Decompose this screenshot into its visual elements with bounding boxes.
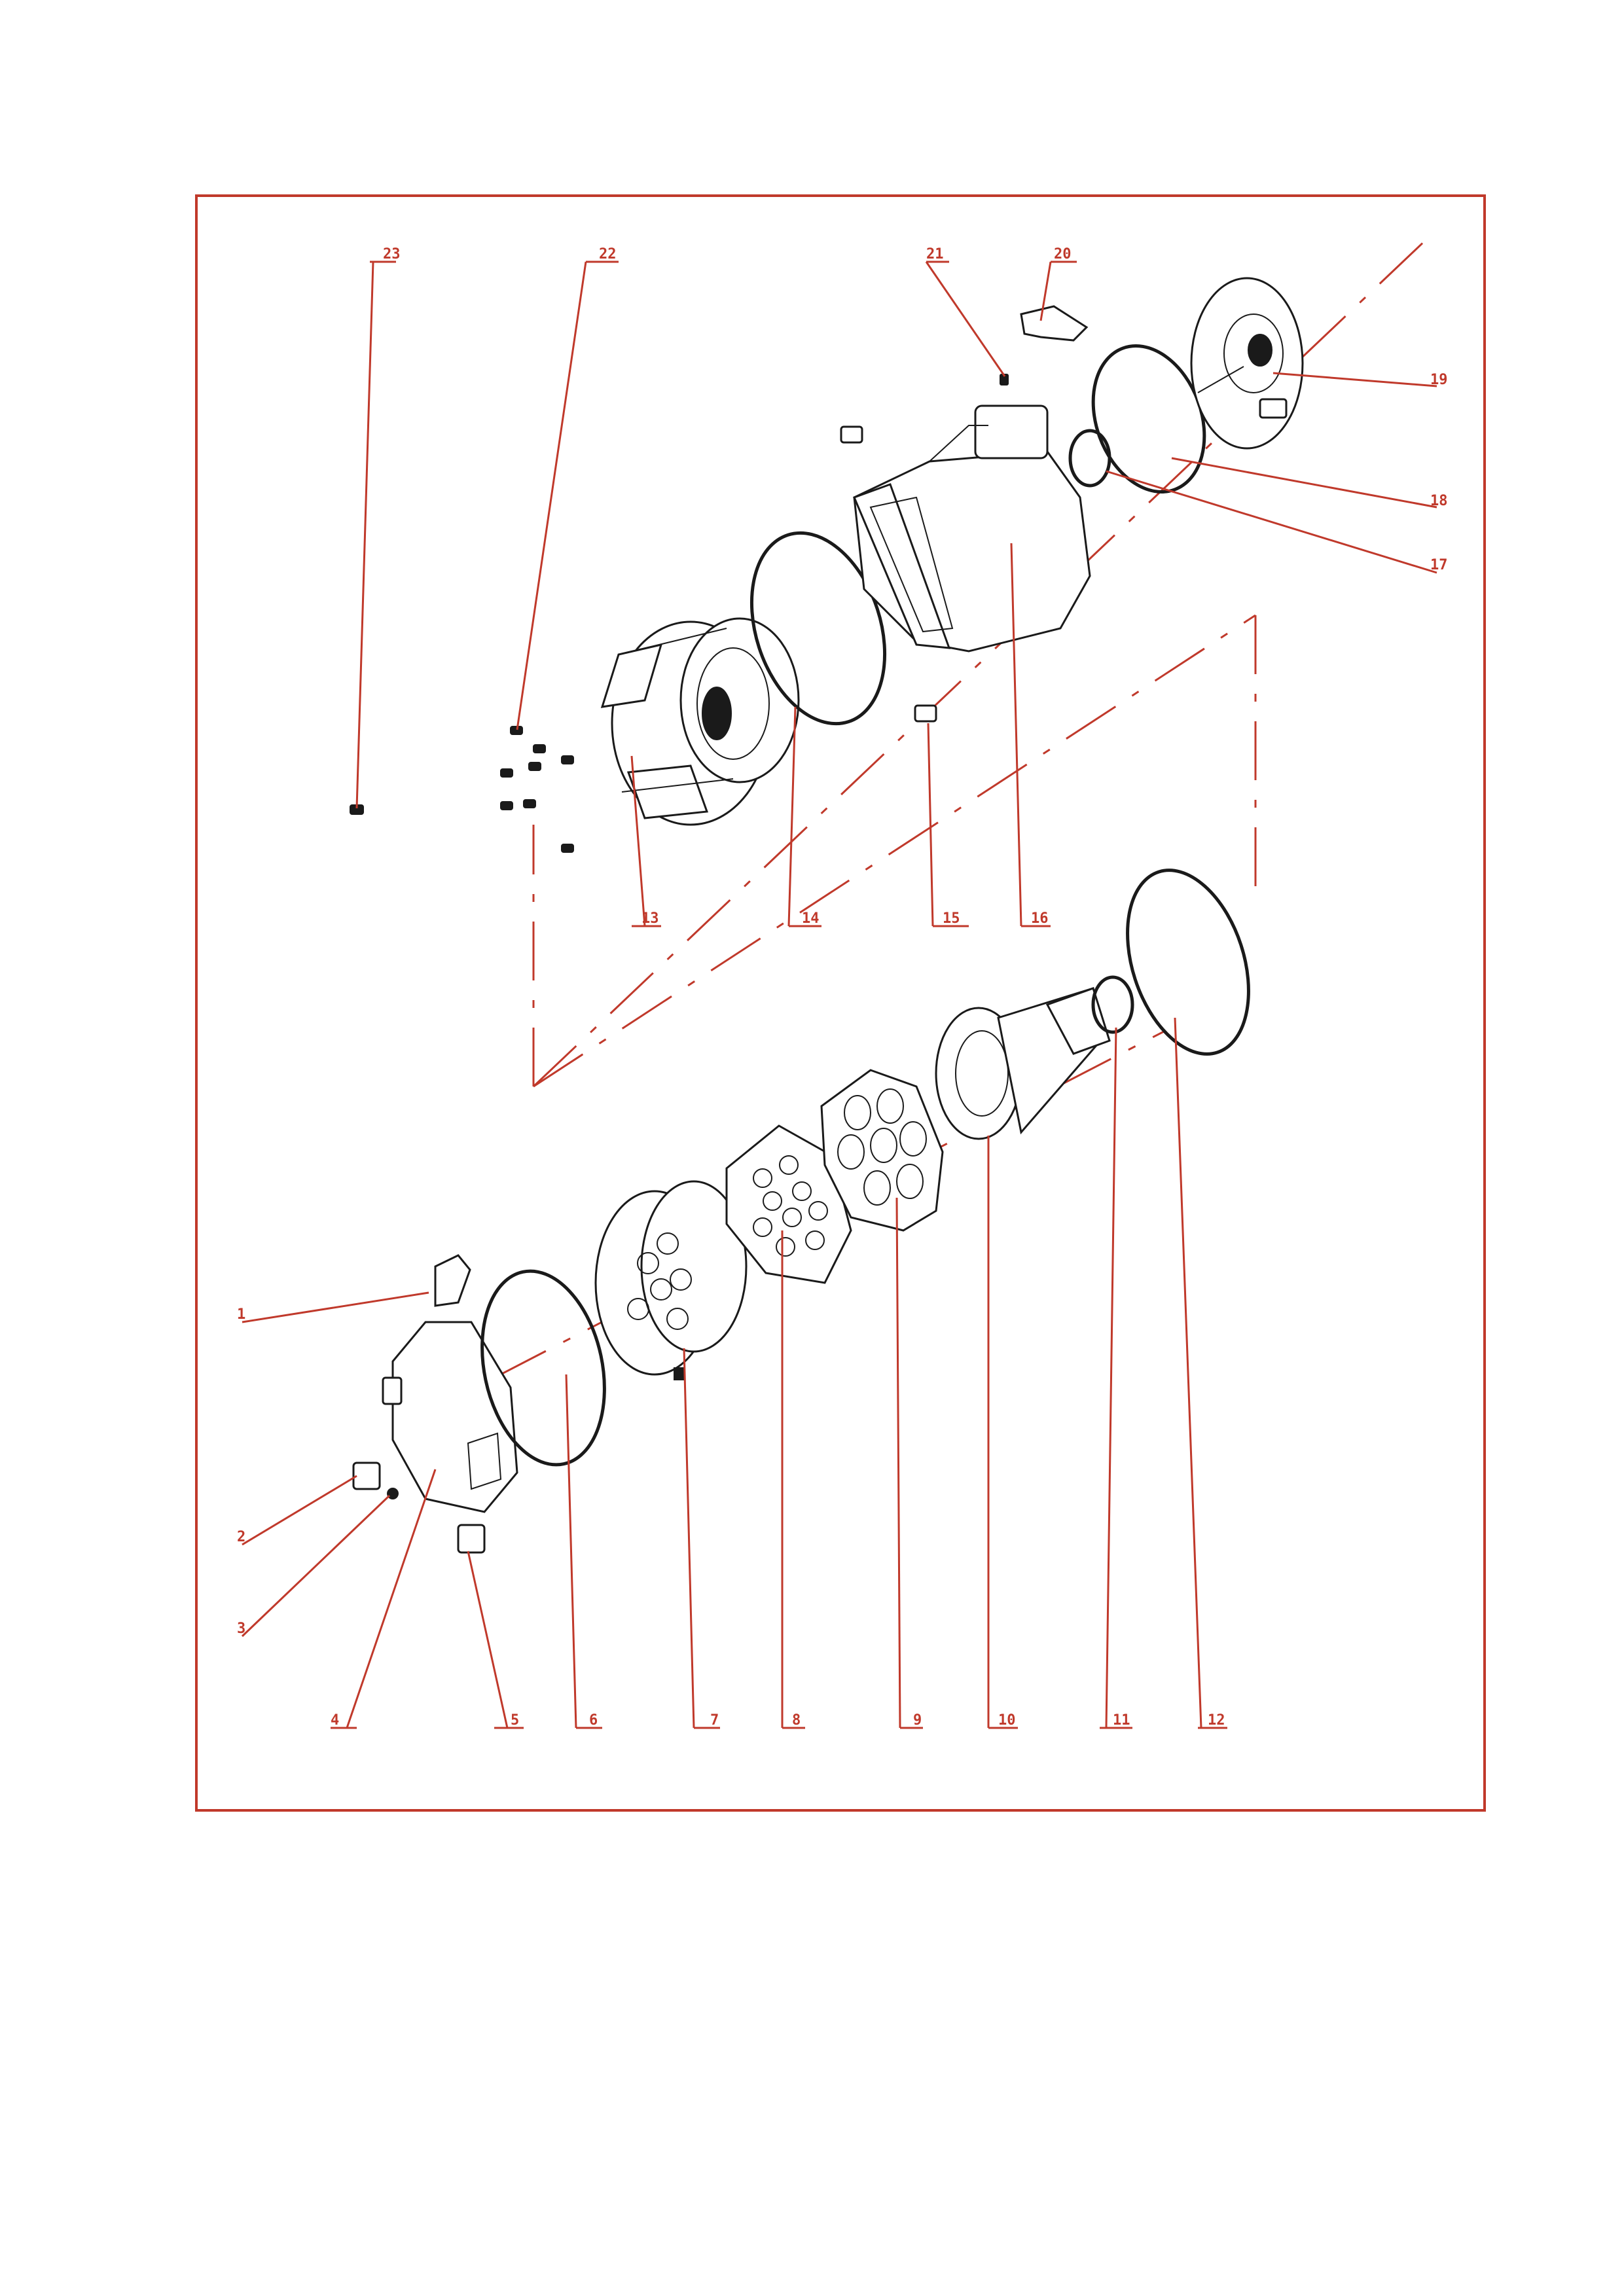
part-2-switch (352, 1462, 381, 1490)
part-20-bracket (1020, 305, 1089, 342)
callout-5: 5 (511, 1712, 519, 1729)
part-5-switch (457, 1524, 486, 1554)
callout-8: 8 (792, 1712, 801, 1729)
callout-14: 14 (802, 910, 820, 927)
callout-17: 17 (1430, 557, 1448, 573)
callout-2: 2 (237, 1529, 245, 1545)
callout-22: 22 (599, 246, 617, 262)
part-8-perforated-plate (725, 1124, 852, 1284)
callout-21: 21 (926, 246, 944, 262)
callout-19: 19 (1430, 372, 1448, 388)
part-14-gasket (749, 531, 887, 726)
callout-11: 11 (1113, 1712, 1130, 1729)
callout-6: 6 (589, 1712, 598, 1729)
part-13-front-housing (600, 617, 800, 826)
callout-20: 20 (1054, 246, 1072, 262)
callout-23: 23 (383, 246, 401, 262)
part-4-front-cover (382, 1321, 518, 1513)
callout-labels: 23 22 21 20 19 18 17 13 14 15 16 1 2 3 4… (237, 246, 1448, 1729)
screw-set (500, 726, 574, 853)
part-19-end-cap (1190, 277, 1304, 450)
part-15-clip-upper (840, 425, 863, 444)
part-12-ring (1126, 869, 1250, 1056)
callout-1: 1 (237, 1306, 245, 1323)
part-17-seal (1068, 429, 1111, 488)
callout-13: 13 (641, 910, 659, 927)
diagram-frame (195, 194, 1486, 1812)
callout-9: 9 (913, 1712, 922, 1729)
part-6-ring (480, 1269, 606, 1467)
part-3-screw (387, 1488, 399, 1499)
callout-15: 15 (943, 910, 960, 927)
callout-16: 16 (1031, 910, 1049, 927)
callout-3: 3 (237, 1621, 245, 1637)
callout-10: 10 (998, 1712, 1016, 1729)
callout-4: 4 (331, 1712, 339, 1729)
part-15-clip (914, 704, 937, 723)
part-10-nozzle-cone (935, 987, 1111, 1140)
part-9-distributor (820, 1069, 944, 1232)
part-1-clip (434, 1254, 471, 1307)
callout-18: 18 (1430, 493, 1448, 509)
leader-lines (241, 260, 1437, 1729)
part-11-seal (1091, 975, 1134, 1034)
part-7-heater-plate (594, 1180, 748, 1380)
callout-7: 7 (710, 1712, 719, 1729)
callout-12: 12 (1208, 1712, 1225, 1729)
part-16-main-body (853, 404, 1091, 653)
